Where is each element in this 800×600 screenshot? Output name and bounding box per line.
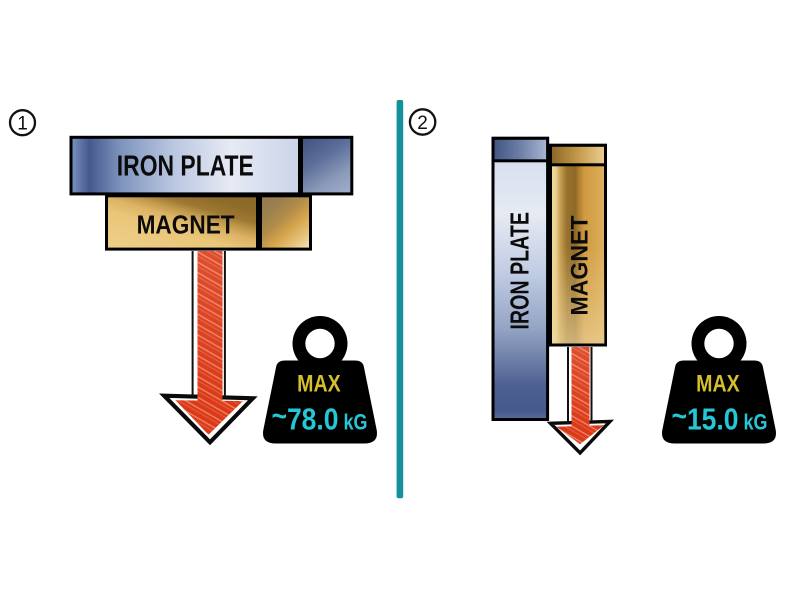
svg-text:~15.0: ~15.0: [672, 398, 739, 437]
svg-text:kG: kG: [344, 409, 368, 434]
svg-text:MAX: MAX: [297, 370, 341, 397]
svg-text:IRON PLATE: IRON PLATE: [117, 151, 254, 183]
svg-text:2: 2: [417, 113, 428, 134]
svg-text:MAX: MAX: [696, 370, 740, 397]
svg-text:1: 1: [17, 114, 28, 135]
svg-text:MAGNET: MAGNET: [137, 211, 235, 239]
svg-text:MAGNET: MAGNET: [566, 215, 593, 315]
svg-text:~78.0: ~78.0: [272, 398, 339, 437]
svg-text:IRON PLATE: IRON PLATE: [506, 212, 534, 330]
svg-text:kG: kG: [744, 409, 768, 434]
